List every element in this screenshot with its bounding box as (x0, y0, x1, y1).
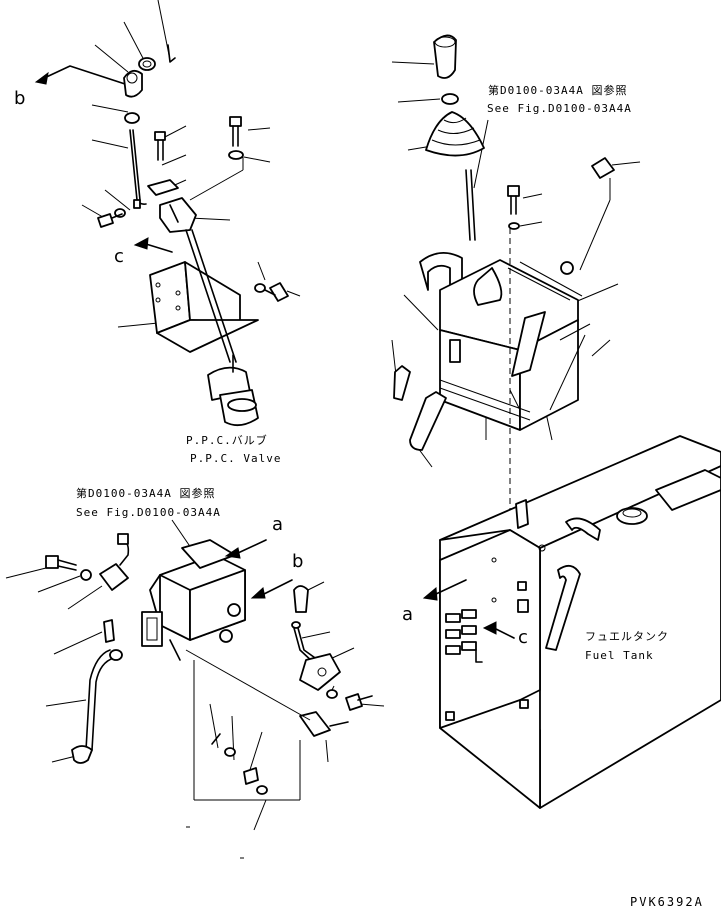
marker-c-right: c (518, 627, 528, 648)
fuel-tank-label-en: Fuel Tank (585, 649, 654, 662)
top-reference-en: See Fig.D0100-03A4A (487, 102, 632, 115)
mid-reference-en: See Fig.D0100-03A4A (76, 506, 221, 519)
mid-reference-jp: 第D0100-03A4A 図参照 (76, 486, 215, 500)
drawing-code: PVK6392A (630, 895, 704, 909)
marker-c-top: c (114, 246, 124, 267)
mid-left-assembly (5, 519, 385, 859)
ppc-valve-label-en: P.P.C. Valve (190, 452, 281, 465)
marker-a-right: a (402, 604, 413, 625)
top-right-assembly (391, 34, 641, 520)
marker-b-top: b (14, 88, 25, 109)
fuel-tank-label-jp: フュエルタンク (585, 630, 669, 643)
marker-a-mid: a (272, 514, 283, 535)
top-left-assembly (34, 0, 301, 427)
ppc-valve-label-jp: P.P.C.バルブ (186, 433, 268, 447)
fuel-tank (422, 435, 721, 809)
top-reference-jp: 第D0100-03A4A 図参照 (488, 83, 627, 97)
marker-b-mid: b (292, 551, 303, 572)
